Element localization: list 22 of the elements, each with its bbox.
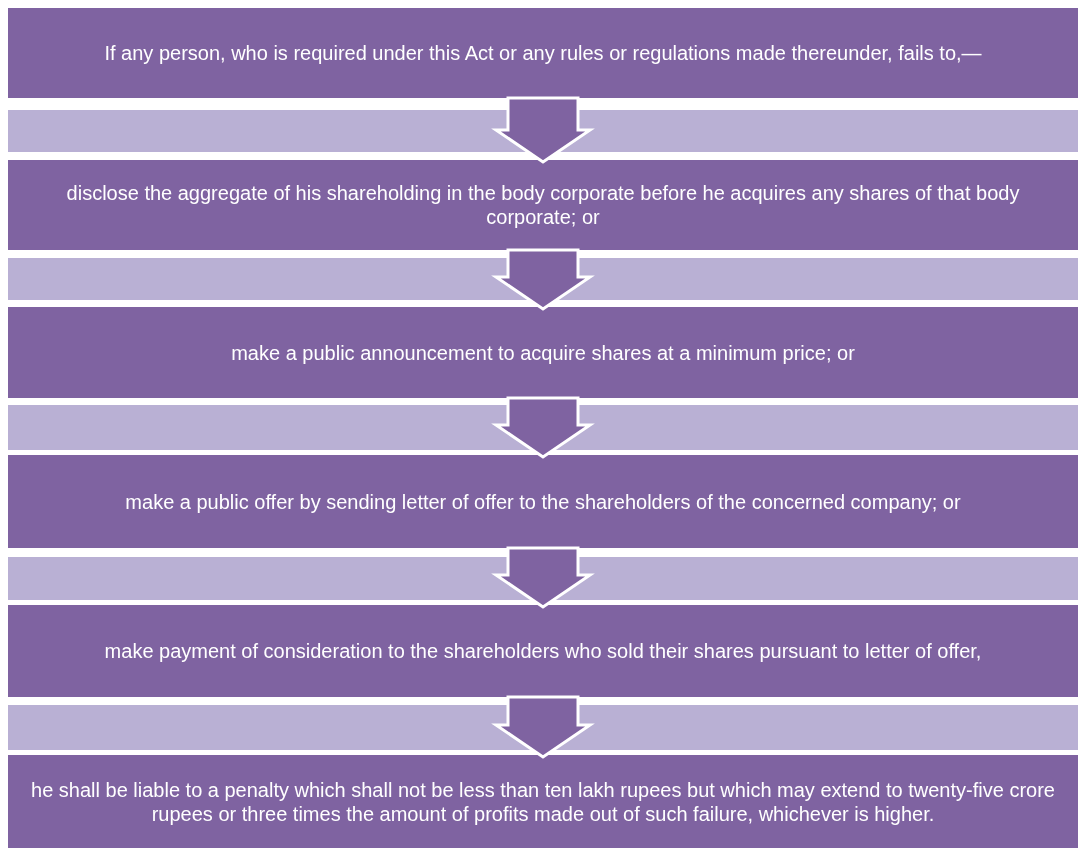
step-text: If any person, who is required under this Act or any rules or regulations made thereunder, fails to,— bbox=[104, 41, 982, 65]
step-box bbox=[8, 605, 1078, 697]
band bbox=[8, 258, 1078, 300]
down-arrow bbox=[491, 695, 595, 759]
band bbox=[8, 557, 1078, 600]
band bbox=[8, 705, 1078, 750]
step-box bbox=[8, 160, 1078, 250]
step-box bbox=[8, 8, 1078, 98]
step-text: disclose the aggregate of his shareholding in the body corporate before he acquires any shares of that body corporate; or bbox=[65, 181, 1021, 229]
band bbox=[8, 405, 1078, 450]
band bbox=[8, 110, 1078, 152]
step-text: make a public offer by sending letter of offer to the shareholders of the concerned company; or bbox=[125, 489, 961, 514]
step-text: make a public announcement to acquire shares at a minimum price; or bbox=[231, 340, 855, 365]
step-box bbox=[8, 455, 1078, 548]
down-arrow bbox=[491, 248, 595, 311]
step-box bbox=[8, 307, 1078, 398]
step-box bbox=[8, 755, 1078, 848]
down-arrow bbox=[491, 546, 595, 609]
step-text: he shall be liable to a penalty which shall not be less than ten lakh rupees but which may extend to twenty-five crore rupees or three times the amount of profits made out of such failure, whichever is higher. bbox=[30, 777, 1056, 826]
step-text: make payment of consideration to the shareholders who sold their shares pursuant to letter of offer, bbox=[104, 639, 982, 663]
down-arrow bbox=[491, 396, 595, 459]
down-arrow bbox=[491, 96, 595, 164]
